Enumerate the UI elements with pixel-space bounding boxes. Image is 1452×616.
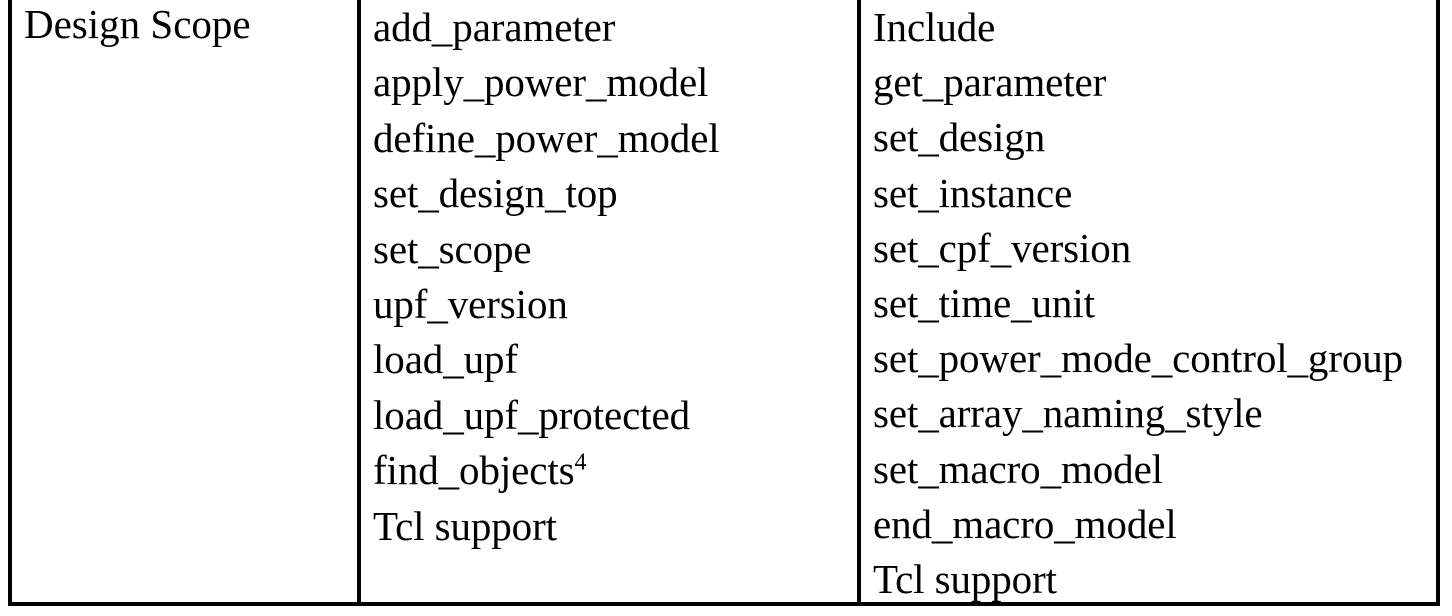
list-item: set_design bbox=[873, 110, 1436, 165]
command-label: Include bbox=[873, 4, 996, 50]
upf-command-list: add_parameter apply_power_model define_p… bbox=[373, 0, 857, 554]
list-item: Tcl support bbox=[873, 552, 1436, 607]
list-item: load_upf_protected bbox=[373, 388, 857, 443]
list-item: set_design_top bbox=[373, 166, 857, 221]
command-label: set_design_top bbox=[373, 170, 618, 217]
command-label: set_array_naming_style bbox=[873, 390, 1263, 437]
command-label: load_upf bbox=[373, 336, 518, 383]
command-label: set_cpf_version bbox=[873, 224, 1132, 271]
command-label: Tcl support bbox=[373, 502, 557, 549]
command-label: set_time_unit bbox=[873, 280, 1095, 327]
list-item: set_macro_model bbox=[873, 442, 1436, 497]
list-item: set_scope bbox=[373, 222, 857, 277]
command-label: set_scope bbox=[373, 225, 532, 272]
list-item: add_parameter bbox=[373, 0, 857, 55]
command-label: end_macro_model bbox=[873, 500, 1177, 547]
list-item: load_upf bbox=[373, 332, 857, 387]
command-label: load_upf_protected bbox=[373, 391, 690, 438]
command-label: upf_version bbox=[373, 281, 568, 328]
command-label: define_power_model bbox=[373, 114, 720, 161]
command-label: apply_power_model bbox=[373, 59, 709, 106]
list-item: define_power_model bbox=[373, 111, 857, 166]
list-item: set_array_naming_style bbox=[873, 386, 1436, 441]
command-label: add_parameter bbox=[373, 4, 616, 50]
list-item: end_macro_model bbox=[873, 497, 1436, 552]
scope-category-label: Design Scope bbox=[24, 1, 251, 47]
command-label: set_macro_model bbox=[873, 445, 1163, 492]
commands-comparison-table: Design Scope add_parameter apply_power_m… bbox=[8, 0, 1440, 606]
list-item: upf_version bbox=[373, 277, 857, 332]
footnote-marker: 4 bbox=[574, 449, 587, 476]
list-item: set_power_mode_control_group bbox=[873, 331, 1436, 386]
table-column-cpf-commands: Include get_parameter set_design set_ins… bbox=[861, 0, 1436, 602]
list-item: set_cpf_version bbox=[873, 221, 1436, 276]
command-label: set_instance bbox=[873, 169, 1073, 216]
list-item: Tcl support bbox=[373, 499, 857, 554]
table-column-upf-commands: add_parameter apply_power_model define_p… bbox=[361, 0, 861, 602]
cpf-command-list: Include get_parameter set_design set_ins… bbox=[873, 0, 1436, 607]
list-item: apply_power_model bbox=[373, 55, 857, 110]
command-label: set_design bbox=[873, 114, 1046, 161]
table-column-scope: Design Scope bbox=[12, 0, 361, 602]
list-item: find_objects4 bbox=[373, 443, 857, 498]
list-item: get_parameter bbox=[873, 55, 1436, 110]
list-item: set_instance bbox=[873, 166, 1436, 221]
list-item: set_time_unit bbox=[873, 276, 1436, 331]
command-label: set_power_mode_control_group bbox=[873, 335, 1404, 382]
list-item: Include bbox=[873, 0, 1436, 55]
command-label: Tcl support bbox=[873, 556, 1057, 603]
command-label: find_objects bbox=[373, 447, 575, 494]
command-label: get_parameter bbox=[873, 59, 1107, 106]
